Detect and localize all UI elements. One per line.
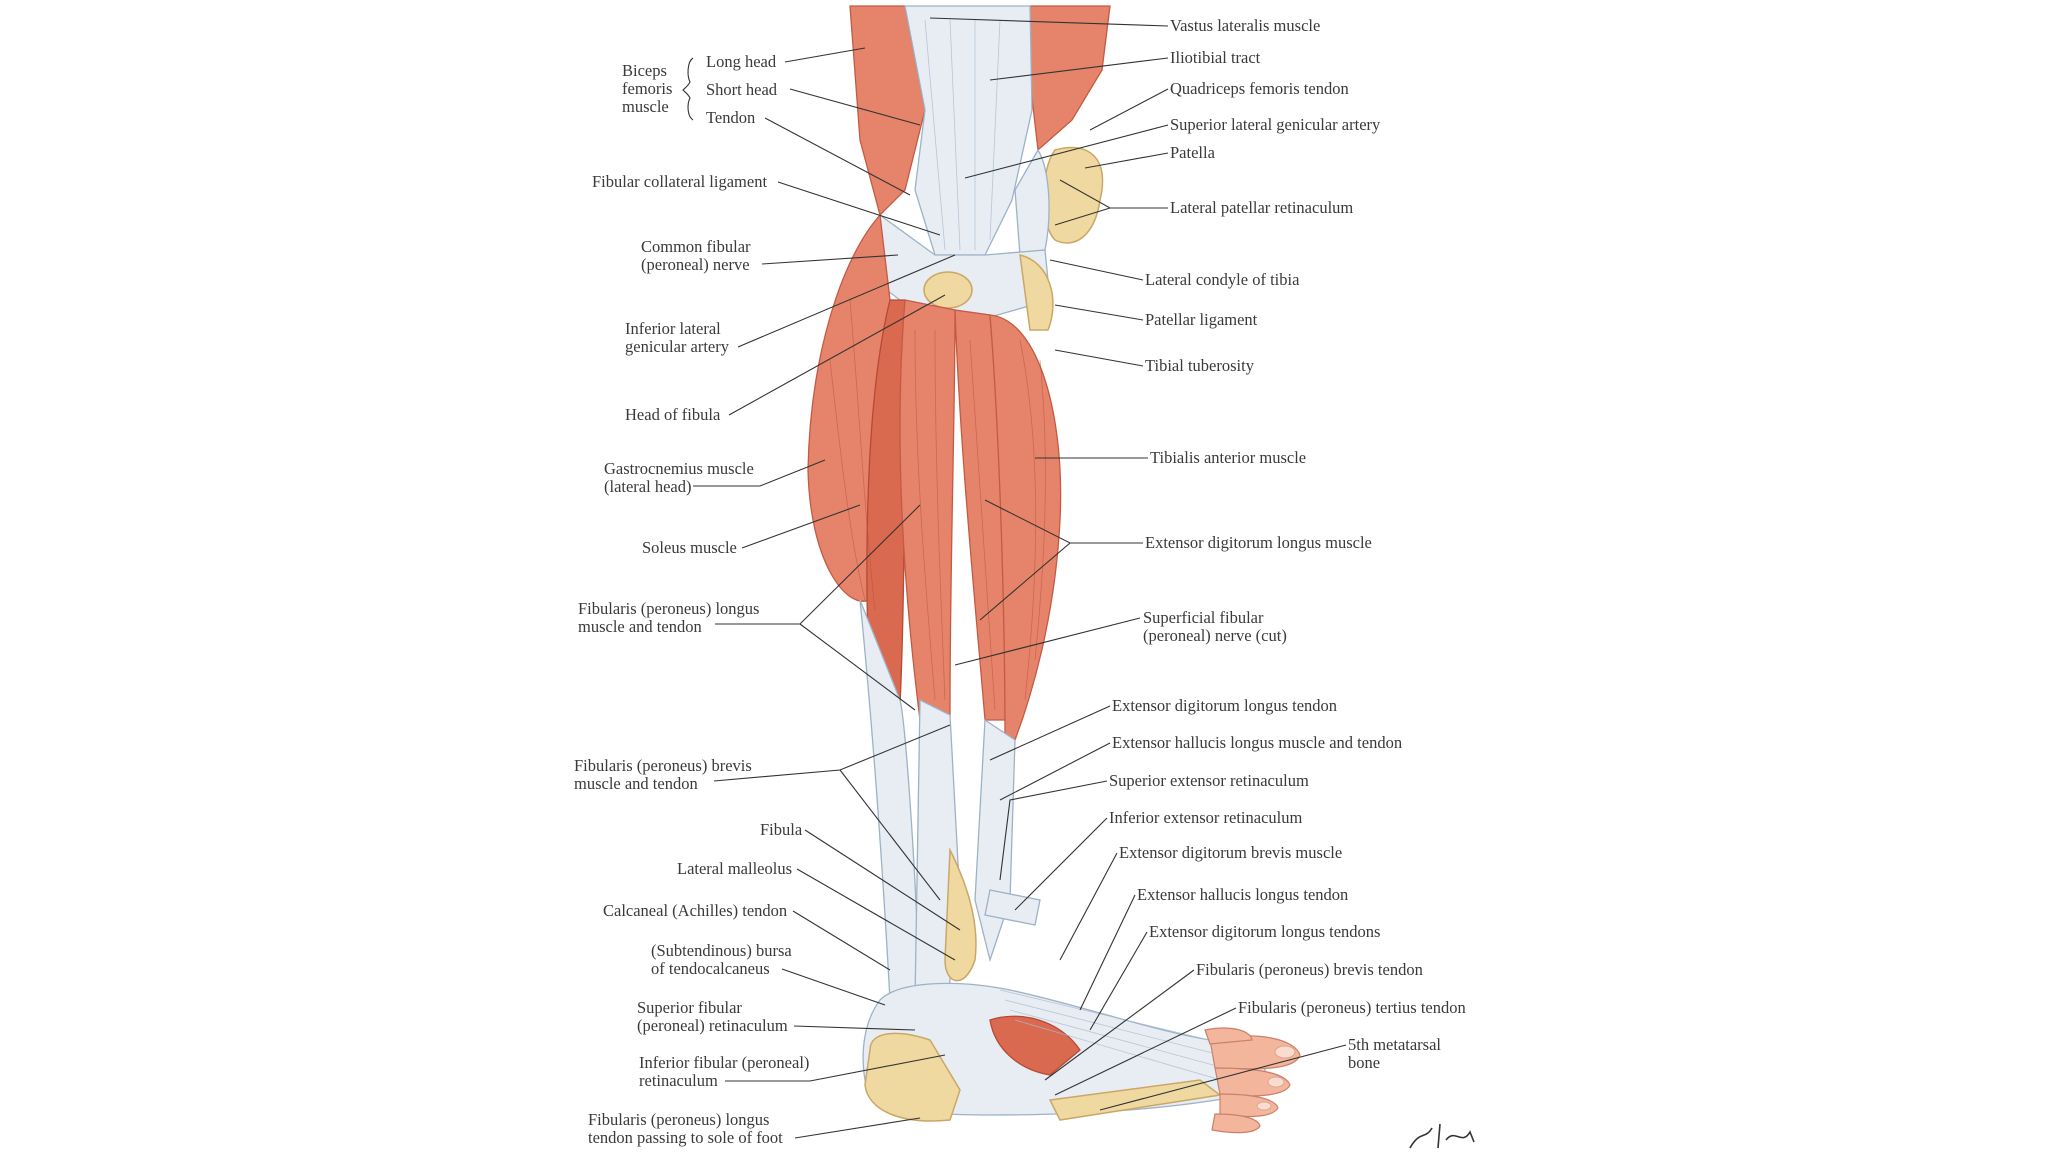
anterior-tendons	[974, 718, 1016, 963]
toes	[1204, 1027, 1301, 1134]
label-fibularis-brevis-1: Fibularis (peroneus) brevis	[574, 756, 752, 775]
labels-right: Vastus lateralis muscle Iliotibial tract…	[1109, 16, 1466, 1072]
calcaneus-bone	[864, 1032, 961, 1122]
lateral-condyle-tibia	[1019, 254, 1054, 331]
label-fibularis-longus-1: Fibularis (peroneus) longus	[578, 599, 759, 618]
label-fibularis-longus-sole-1: Fibularis (peroneus) longus	[588, 1110, 769, 1129]
label-quadriceps-tendon: Quadriceps femoris tendon	[1170, 79, 1349, 98]
label-fibular-collateral-ligament: Fibular collateral ligament	[592, 172, 767, 191]
label-vastus-lateralis: Vastus lateralis muscle	[1170, 16, 1320, 35]
label-inferior-extensor-retinaculum: Inferior extensor retinaculum	[1109, 808, 1303, 827]
label-superficial-fibular-nerve-2: (peroneal) nerve (cut)	[1143, 626, 1287, 645]
label-common-fibular-nerve-1: Common fibular	[641, 237, 751, 256]
label-fibularis-longus-2: muscle and tendon	[578, 617, 702, 636]
label-inferior-lateral-genicular-2: genicular artery	[625, 337, 730, 356]
label-fibularis-brevis-2: muscle and tendon	[574, 774, 698, 793]
label-superficial-fibular-nerve-1: Superficial fibular	[1143, 608, 1264, 627]
labels-left: Biceps femoris muscle Long head Short he…	[574, 52, 809, 1147]
label-patellar-ligament: Patellar ligament	[1145, 310, 1258, 329]
label-superior-fibular-retinaculum-1: Superior fibular	[637, 998, 742, 1017]
label-tibialis-anterior: Tibialis anterior muscle	[1150, 448, 1306, 467]
patella-bone	[1043, 146, 1104, 244]
label-fifth-metatarsal-2: bone	[1348, 1053, 1380, 1072]
label-superior-extensor-retinaculum: Superior extensor retinaculum	[1109, 771, 1309, 790]
label-patella: Patella	[1170, 143, 1216, 162]
tibialis-anterior-muscle	[989, 314, 1062, 741]
fibula-bone	[944, 847, 977, 982]
label-iliotibial-tract: Iliotibial tract	[1170, 48, 1261, 67]
label-long-head: Long head	[706, 52, 777, 71]
label-fibularis-longus-sole-2: tendon passing to sole of foot	[588, 1128, 783, 1147]
label-bursa-1: (Subtendinous) bursa	[651, 941, 792, 960]
label-edl-muscle: Extensor digitorum longus muscle	[1145, 533, 1372, 552]
label-lateral-condyle-tibia: Lateral condyle of tibia	[1145, 270, 1300, 289]
iliotibial-fibres	[924, 19, 1001, 251]
label-lateral-patellar-retinaculum: Lateral patellar retinaculum	[1170, 198, 1353, 217]
label-ehl-tendon: Extensor hallucis longus tendon	[1137, 885, 1348, 904]
label-edl-tendons: Extensor digitorum longus tendons	[1149, 922, 1380, 941]
label-inferior-fibular-retinaculum-1: Inferior fibular (peroneal)	[639, 1053, 809, 1072]
label-edl-tendon: Extensor digitorum longus tendon	[1112, 696, 1337, 715]
leader-lines	[682, 17, 1347, 1139]
label-gastrocnemius-1: Gastrocnemius muscle	[604, 459, 754, 478]
label-common-fibular-nerve-2: (peroneal) nerve	[641, 255, 750, 274]
label-superior-fibular-retinaculum-2: (peroneal) retinaculum	[637, 1016, 788, 1035]
label-head-of-fibula: Head of fibula	[625, 405, 721, 424]
label-soleus: Soleus muscle	[642, 538, 737, 557]
label-biceps-2: femoris	[622, 79, 672, 98]
label-lateral-malleolus: Lateral malleolus	[677, 859, 792, 878]
label-edb-muscle: Extensor digitorum brevis muscle	[1119, 843, 1342, 862]
leg-drawing	[807, 5, 1301, 1134]
label-fibularis-tertius-tendon: Fibularis (peroneus) tertius tendon	[1238, 998, 1466, 1017]
label-inferior-fibular-retinaculum-2: retinaculum	[639, 1071, 718, 1090]
label-ehl-muscle-tendon: Extensor hallucis longus muscle and tend…	[1112, 733, 1402, 752]
label-gastrocnemius-2: (lateral head)	[604, 477, 691, 496]
label-tendon: Tendon	[706, 108, 755, 127]
label-fibularis-brevis-tendon: Fibularis (peroneus) brevis tendon	[1196, 960, 1423, 979]
label-biceps-1: Biceps	[622, 61, 667, 80]
label-fibula: Fibula	[760, 820, 803, 839]
label-inferior-lateral-genicular-1: Inferior lateral	[625, 319, 721, 338]
label-biceps-3: muscle	[622, 97, 669, 116]
iliotibial-tract	[904, 5, 1033, 256]
edb-muscle	[989, 1015, 1081, 1076]
label-bursa-2: of tendocalcaneus	[651, 959, 770, 978]
label-superior-lateral-genicular-artery: Superior lateral genicular artery	[1170, 115, 1381, 134]
label-tibial-tuberosity: Tibial tuberosity	[1145, 356, 1255, 375]
foot-tendons	[999, 989, 1256, 1091]
label-fifth-metatarsal-1: 5th metatarsal	[1348, 1035, 1441, 1054]
label-calcaneal-tendon: Calcaneal (Achilles) tendon	[603, 901, 787, 920]
label-short-head: Short head	[706, 80, 778, 99]
fibularis-longus-muscle	[899, 299, 956, 721]
artist-signature	[1409, 1123, 1475, 1149]
vastus-lateralis-muscle	[1029, 5, 1111, 152]
